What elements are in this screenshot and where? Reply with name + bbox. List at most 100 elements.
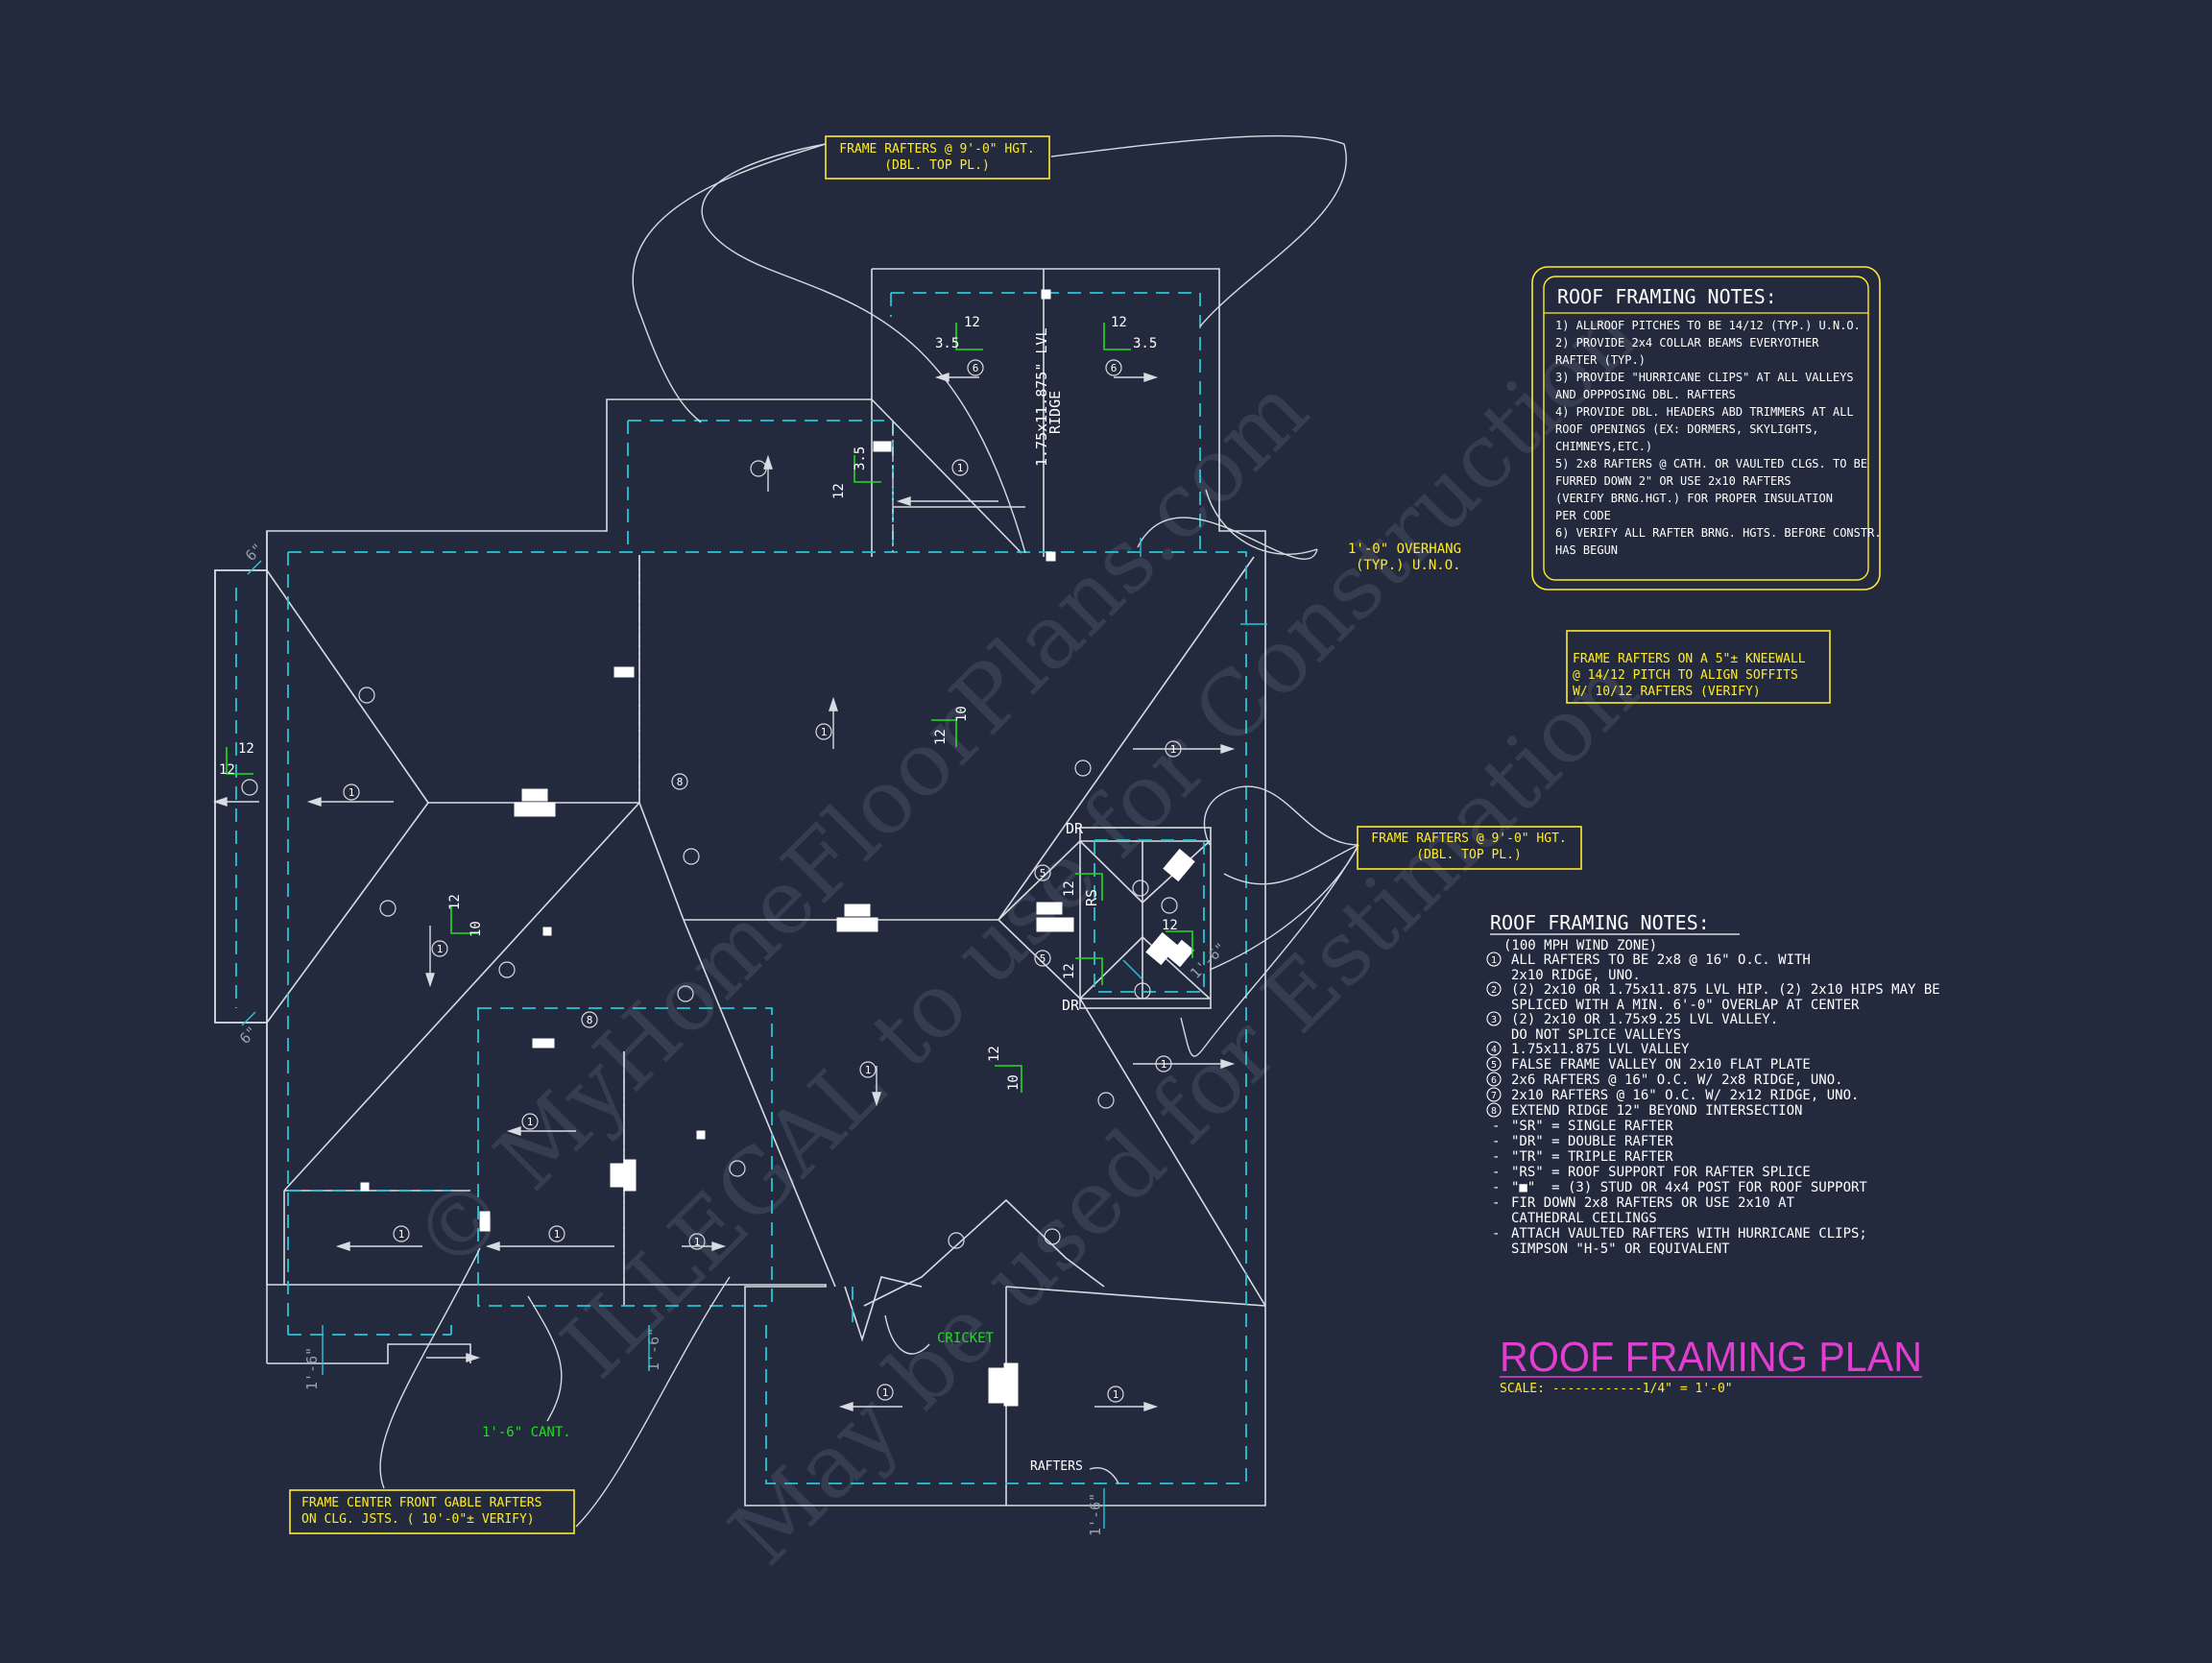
note-item-7: 7 2x10 RAFTERS @ 16" O.C. W/ 2x12 RIDGE,… <box>1486 1087 1859 1103</box>
svg-text:2x10 RIDGE, UNO.: 2x10 RIDGE, UNO. <box>1511 968 1641 983</box>
svg-text:6": 6" <box>236 1023 261 1048</box>
svg-text:12: 12 <box>1162 918 1178 933</box>
watermark: © MyHomeFloorPlans.com ILLEGAL to use fo… <box>394 282 1658 1584</box>
notes-top-title: ROOF FRAMING NOTES: <box>1557 285 1777 308</box>
callout-right-frame-rafters: FRAME RAFTERS @ 9'-0" HGT. (DBL. TOP PL.… <box>1357 826 1582 870</box>
svg-text:4: 4 <box>1491 1045 1497 1055</box>
svg-text:1: 1 <box>821 726 828 738</box>
svg-text:1: 1 <box>1113 1388 1119 1401</box>
svg-text:6) VERIFY ALL RAFTER BRNG. HGT: 6) VERIFY ALL RAFTER BRNG. HGTS. BEFORE … <box>1555 526 1882 540</box>
eave-dash-lines <box>235 292 1247 1484</box>
svg-text:1.75x11.875 LVL VALLEY: 1.75x11.875 LVL VALLEY <box>1511 1042 1690 1057</box>
svg-text:HAS BEGUN: HAS BEGUN <box>1555 543 1618 557</box>
svg-text:ON CLG. JSTS. ( 10'-0"± VERIFY: ON CLG. JSTS. ( 10'-0"± VERIFY) <box>301 1512 535 1527</box>
cant-label: 1'-6" CANT. <box>482 1425 571 1440</box>
svg-text:12: 12 <box>219 762 235 778</box>
svg-text:-: - <box>1492 1119 1500 1134</box>
note-item-3: 3 (2) 2x10 OR 1.75x9.25 LVL VALLEY. DO N… <box>1486 1011 1778 1043</box>
pitch-numbers: 12 3.5 12 3.5 12 3.5 12 12 12 10 12 10 1… <box>219 315 1178 1091</box>
svg-text:1'-6": 1'-6" <box>303 1347 321 1390</box>
svg-text:RAFTER (TYP.): RAFTER (TYP.) <box>1555 353 1646 367</box>
note-item-2: 2 (2) 2x10 OR 1.75x11.875 LVL HIP. (2) 2… <box>1486 981 1940 1013</box>
svg-text:4) PROVIDE DBL. HEADERS ABD TR: 4) PROVIDE DBL. HEADERS ABD TRIMMERS AT … <box>1555 405 1854 419</box>
note-item-6: 6 2x6 RAFTERS @ 16" O.C. W/ 2x8 RIDGE, U… <box>1486 1072 1843 1088</box>
svg-text:1'-6": 1'-6" <box>1087 1493 1104 1536</box>
svg-text:ROOF OPENINGS (EX: DORMERS, SK: ROOF OPENINGS (EX: DORMERS, SKYLIGHTS, <box>1555 422 1819 436</box>
svg-text:5: 5 <box>1040 867 1046 880</box>
svg-text:"TR" = TRIPLE RAFTER: "TR" = TRIPLE RAFTER <box>1511 1149 1673 1165</box>
svg-text:(2) 2x10 OR 1.75x11.875 LVL HI: (2) 2x10 OR 1.75x11.875 LVL HIP. (2) 2x1… <box>1511 982 1940 998</box>
svg-text:12: 12 <box>987 1046 1002 1062</box>
rafters-label: RAFTERS <box>1030 1459 1083 1474</box>
plan-scale: SCALE: ------------1/4" = 1'-0" <box>1500 1382 1733 1396</box>
svg-text:DR: DR <box>1062 997 1080 1014</box>
roof-framing-notes-bottom: ROOF FRAMING NOTES: (100 MPH WIND ZONE) … <box>1486 911 1940 1257</box>
svg-text:SPLICED WITH A MIN. 6'-0" OVER: SPLICED WITH A MIN. 6'-0" OVERLAP AT CEN… <box>1511 998 1860 1013</box>
svg-text:(2) 2x10 OR 1.75x9.25 LVL VALL: (2) 2x10 OR 1.75x9.25 LVL VALLEY. <box>1511 1012 1778 1027</box>
svg-text:6": 6" <box>242 540 267 565</box>
note-item-5: 5 FALSE FRAME VALLEY ON 2x10 FLAT PLATE <box>1486 1056 1811 1073</box>
svg-text:10: 10 <box>954 706 970 722</box>
svg-text:RIDGE: RIDGE <box>1046 391 1064 434</box>
svg-text:3: 3 <box>1491 1015 1497 1025</box>
callout-overhang: 1'-0" OVERHANG (TYP.) U.N.O. <box>1348 542 1461 573</box>
cricket-label: CRICKET <box>937 1331 995 1346</box>
pitch-markers <box>226 323 1193 1093</box>
svg-text:6: 6 <box>973 362 979 374</box>
svg-text:12: 12 <box>831 483 847 499</box>
svg-text:1.75x11.875" LVL: 1.75x11.875" LVL <box>1033 328 1050 468</box>
svg-text:PER CODE: PER CODE <box>1555 509 1611 522</box>
svg-text:"DR" = DOUBLE RAFTER: "DR" = DOUBLE RAFTER <box>1511 1134 1673 1149</box>
svg-text:(DBL. TOP PL.): (DBL. TOP PL.) <box>1416 848 1522 862</box>
svg-text:@ 14/12 PITCH TO ALIGN SOFFITS: @ 14/12 PITCH TO ALIGN SOFFITS <box>1573 668 1798 683</box>
svg-text:2x6 RAFTERS @ 16" O.C. W/ 2x8: 2x6 RAFTERS @ 16" O.C. W/ 2x8 RIDGE, UNO… <box>1511 1073 1843 1088</box>
svg-text:SIMPSON "H-5" OR EQUIVALENT: SIMPSON "H-5" OR EQUIVALENT <box>1511 1241 1730 1257</box>
svg-text:CHIMNEYS,ETC.): CHIMNEYS,ETC.) <box>1555 440 1652 453</box>
note-mark-bubbles: 1 1 6 6 1 5 5 1 1 8 8 1 1 1 1 1 1 1 1 <box>241 359 1182 1403</box>
svg-text:1: 1 <box>865 1064 872 1076</box>
svg-text:(VERIFY BRNG.HGT.) FOR PROPER: (VERIFY BRNG.HGT.) FOR PROPER INSULATION <box>1555 492 1833 505</box>
svg-text:"■" = (3) STUD OR 4x4 POST FO: "■" = (3) STUD OR 4x4 POST FOR ROOF SUPP… <box>1511 1180 1867 1195</box>
svg-text:FRAME RAFTERS @ 9'-0" HGT.: FRAME RAFTERS @ 9'-0" HGT. <box>839 142 1035 157</box>
svg-text:3) PROVIDE "HURRICANE CLIPS" A: 3) PROVIDE "HURRICANE CLIPS" AT ALL VALL… <box>1555 371 1854 384</box>
svg-text:1: 1 <box>398 1228 405 1241</box>
svg-text:1) ALLROOF PITCHES TO BE 14/1: 1) ALLROOF PITCHES TO BE 14/12 (TYP.) U.… <box>1555 319 1861 332</box>
svg-text:1: 1 <box>437 943 444 955</box>
svg-text:5: 5 <box>1491 1060 1497 1071</box>
svg-text:12: 12 <box>964 315 980 330</box>
svg-text:12: 12 <box>238 741 254 757</box>
note-item-1: 1 ALL RAFTERS TO BE 2x8 @ 16" O.C. WITH … <box>1486 952 1811 983</box>
svg-text:1: 1 <box>1161 1058 1167 1071</box>
svg-text:8: 8 <box>587 1014 593 1026</box>
svg-text:-: - <box>1492 1134 1500 1149</box>
svg-text:3.5: 3.5 <box>1133 336 1157 351</box>
svg-text:FRAME RAFTERS @ 9'-0" HGT.: FRAME RAFTERS @ 9'-0" HGT. <box>1371 832 1567 846</box>
svg-text:-: - <box>1492 1149 1500 1165</box>
note-item-8: 8 EXTEND RIDGE 12" BEYOND INTERSECTION <box>1486 1102 1802 1119</box>
svg-text:W/ 10/12 RAFTERS (VERIFY): W/ 10/12 RAFTERS (VERIFY) <box>1573 685 1761 699</box>
svg-text:ALL RAFTERS TO BE 2x8 @ 16" O.: ALL RAFTERS TO BE 2x8 @ 16" O.C. WITH <box>1511 952 1811 968</box>
svg-text:(100 MPH WIND ZONE): (100 MPH WIND ZONE) <box>1503 938 1657 953</box>
svg-text:3.5: 3.5 <box>853 446 868 470</box>
overhang-ticks <box>241 538 1267 1529</box>
svg-text:1: 1 <box>694 1236 701 1248</box>
svg-text:10: 10 <box>1006 1074 1022 1091</box>
svg-text:8: 8 <box>677 776 684 788</box>
svg-text:CATHEDRAL CEILINGS: CATHEDRAL CEILINGS <box>1511 1211 1657 1226</box>
svg-text:(TYP.) U.N.O.: (TYP.) U.N.O. <box>1356 558 1461 573</box>
svg-text:6: 6 <box>1491 1075 1497 1086</box>
svg-text:-: - <box>1492 1226 1500 1241</box>
svg-text:12: 12 <box>1062 963 1077 979</box>
svg-text:1: 1 <box>1491 955 1497 966</box>
svg-text:(DBL. TOP PL.): (DBL. TOP PL.) <box>884 158 990 173</box>
svg-text:2) PROVIDE 2x4 COLLAR BEAMS EV: 2) PROVIDE 2x4 COLLAR BEAMS EVERYOTHER <box>1555 336 1819 349</box>
svg-text:AND OPPPOSING DBL. RAFTERS: AND OPPPOSING DBL. RAFTERS <box>1555 388 1736 401</box>
svg-text:-: - <box>1492 1165 1500 1180</box>
callout-kneewall: FRAME RAFTERS ON A 5"± KNEEWALL @ 14/12 … <box>1566 630 1831 704</box>
svg-text:12: 12 <box>447 894 463 910</box>
svg-text:FURRED DOWN 2" OR USE 2x10 RAF: FURRED DOWN 2" OR USE 2x10 RAFTERS <box>1555 474 1791 488</box>
note-item-dr: - "DR" = DOUBLE RAFTER <box>1492 1134 1673 1149</box>
svg-text:2x10 RAFTERS @ 16" O.C. W/ 2x1: 2x10 RAFTERS @ 16" O.C. W/ 2x12 RIDGE, U… <box>1511 1088 1859 1103</box>
svg-text:FRAME RAFTERS ON A 5"± KNEEWAL: FRAME RAFTERS ON A 5"± KNEEWALL <box>1573 652 1806 666</box>
